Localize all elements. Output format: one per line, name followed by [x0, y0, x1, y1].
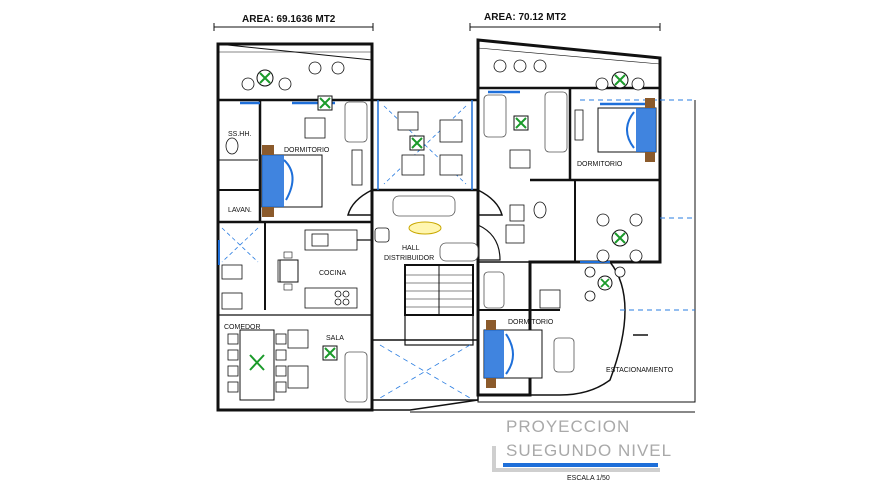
- kitchen-table: [279, 251, 299, 291]
- table-right-balcony: [596, 213, 643, 263]
- title-underline: [503, 463, 658, 467]
- staircase: [404, 264, 474, 346]
- area-left-label: AREA: 69.1636 MT2: [242, 14, 336, 25]
- room-label-sala: SALA: [326, 335, 344, 342]
- bathroom-fixtures: [225, 137, 547, 244]
- room-label-estacionamiento: ESTACIONAMIENTO: [606, 367, 674, 374]
- bed-right-bottom: [483, 320, 543, 388]
- scale-label: ESCALA 1/50: [567, 475, 610, 482]
- room-label-distribuidor: DISTRIBUIDOR: [384, 255, 434, 262]
- sofas: [344, 91, 575, 403]
- dining-table: [227, 329, 287, 401]
- table-right-terrace: [493, 59, 645, 91]
- bed-left: [261, 145, 323, 217]
- bed-right-top: [597, 98, 657, 162]
- room-furniture: [287, 109, 584, 389]
- table-right-lower: [584, 266, 626, 302]
- room-label-dormitorio-right-bottom: DORMITORIO: [508, 319, 554, 326]
- area-right-label: AREA: 70.12 MT2: [484, 12, 567, 23]
- room-label-comedor: COMEDOR: [224, 324, 261, 331]
- plants: [317, 95, 529, 361]
- room-label-sshh: SS.HH.: [228, 131, 251, 138]
- room-label-lavan: LAVAN.: [228, 207, 252, 214]
- hall-rug: [408, 221, 442, 235]
- room-label-dormitorio-left: DORMITORIO: [284, 147, 330, 154]
- title-bracket: [492, 446, 660, 472]
- plan-title-line2: SUEGUNDO NIVEL: [506, 441, 672, 460]
- room-label-dormitorio-right-top: DORMITORIO: [577, 161, 623, 168]
- plan-title-line1: PROYECCION: [506, 417, 630, 436]
- table-left-terrace: [241, 61, 345, 91]
- room-label-cocina: COCINA: [319, 270, 347, 277]
- room-label-hall: HALL: [402, 245, 420, 252]
- central-void: [371, 339, 479, 401]
